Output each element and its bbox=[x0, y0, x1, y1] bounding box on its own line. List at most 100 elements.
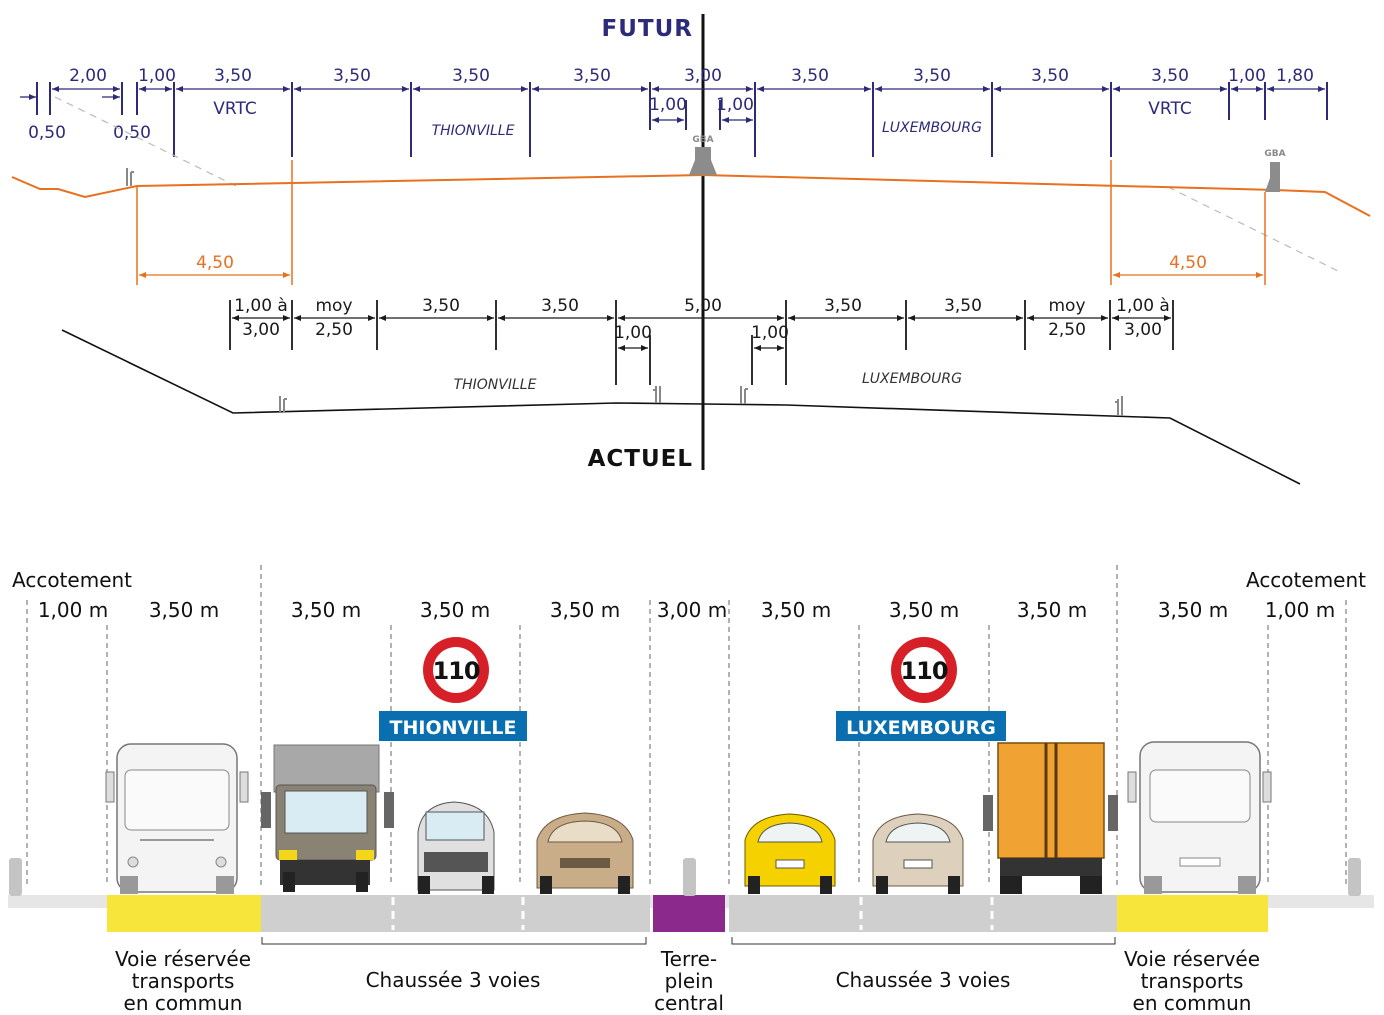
bus-lane-right-caption: en commun bbox=[1133, 991, 1252, 1015]
futur-subdim-label: 1,00 bbox=[649, 95, 687, 115]
offset-left-label: 4,50 bbox=[196, 253, 234, 273]
actuel-luxembourg-label: LUXEMBOURG bbox=[862, 371, 962, 387]
futur-dim-label: 3,50 bbox=[1031, 66, 1069, 86]
cross-section: Accotement Accotement 1,00 m 3,50 m 3,50… bbox=[8, 565, 1374, 1015]
lane-width-labels: 1,00 m 3,50 m 3,50 m 3,50 m 3,50 m 3,00 … bbox=[38, 598, 1335, 622]
futur-dim-label: 3,50 bbox=[452, 66, 490, 86]
barrier-right bbox=[1348, 858, 1361, 896]
futur-dim-label: 1,00 bbox=[1228, 66, 1266, 86]
yellow-car-rear-icon bbox=[744, 813, 836, 894]
median-caption: plein bbox=[665, 969, 714, 993]
actuel-dim-labels: 1,00 à 3,00 moy 2,50 3,50 3,50 5,00 1,00… bbox=[234, 296, 1170, 393]
futur-subdim-label: 1,00 bbox=[716, 95, 754, 115]
bus-lane-left-caption: Voie réservée bbox=[115, 947, 251, 971]
carriageway-right bbox=[729, 895, 1117, 932]
futur-dim-label: 3,50 bbox=[913, 66, 951, 86]
futur-dim-label: 3,50 bbox=[1151, 66, 1189, 86]
lane-width-label: 3,50 m bbox=[1158, 598, 1228, 622]
speed-limit-text: 110 bbox=[432, 657, 479, 685]
futur-dim-labels: 2,00 1,00 3,50 3,50 3,50 3,50 3,00 3,50 … bbox=[28, 66, 1314, 159]
actuel-title: ACTUEL bbox=[588, 446, 693, 472]
bus-lane-left-caption: transports bbox=[132, 969, 235, 993]
actuel-dim-label: 1,00 à bbox=[234, 296, 288, 316]
actuel-dim-label: 3,50 bbox=[944, 296, 982, 316]
lane-width-label: 3,50 m bbox=[550, 598, 620, 622]
lane-divider-dashes bbox=[26, 565, 1347, 885]
lane-width-label: 3,00 m bbox=[657, 598, 727, 622]
actuel-tick-lines bbox=[229, 300, 1174, 385]
futur-dim-label: 1,80 bbox=[1276, 66, 1314, 86]
futur-offsets: 4,50 4,50 bbox=[136, 160, 1266, 285]
car-front-icon bbox=[536, 812, 634, 894]
bus-lane-right-caption: Voie réservée bbox=[1124, 947, 1260, 971]
accotement-left-label: Accotement bbox=[12, 568, 132, 592]
actuel-dim-label: 2,50 bbox=[1048, 320, 1086, 340]
actuel-dim-label: 3,50 bbox=[824, 296, 862, 316]
actuel-dim-label: 1,00 bbox=[614, 323, 652, 343]
median-strip bbox=[653, 895, 725, 932]
lane-width-label: 3,50 m bbox=[1017, 598, 1087, 622]
van-front-icon bbox=[417, 801, 495, 894]
actuel-dim-label: moy bbox=[1048, 296, 1085, 316]
beige-car-rear-icon bbox=[872, 813, 964, 894]
speed-sign-right: 110 bbox=[891, 637, 957, 703]
truck-front-icon bbox=[261, 744, 394, 892]
futur-dim-label: 3,00 bbox=[684, 66, 722, 86]
gba-barrier-right bbox=[1265, 162, 1280, 192]
lane-markings bbox=[391, 897, 994, 930]
speed-limit-text: 110 bbox=[900, 657, 947, 685]
barrier-left bbox=[9, 858, 22, 896]
actuel-dim-arrows bbox=[232, 315, 1171, 351]
gba-center-label: GBA bbox=[692, 135, 713, 145]
right-embankment-dashed bbox=[1167, 186, 1341, 273]
futur-profile-line bbox=[11, 173, 1371, 217]
actuel-dim-label: 3,50 bbox=[541, 296, 579, 316]
median-caption: Terre- bbox=[660, 947, 717, 971]
lane-width-label: 1,00 m bbox=[1265, 598, 1335, 622]
carriageway-left-caption: Chaussée 3 voies bbox=[366, 968, 541, 992]
gba-right-label: GBA bbox=[1264, 149, 1285, 159]
bus-lane-left bbox=[107, 895, 261, 932]
actuel-dim-label: 5,00 bbox=[684, 296, 722, 316]
actuel-dim-label: 1,00 bbox=[751, 323, 789, 343]
actuel-dim-label: moy bbox=[315, 296, 352, 316]
caption-brackets bbox=[261, 937, 1116, 945]
bus-lane-left-caption: en commun bbox=[124, 991, 243, 1015]
futur-dim-label: 3,50 bbox=[214, 66, 252, 86]
vrtc-left-label: VRTC bbox=[213, 99, 256, 119]
actuel-dim-label: 2,50 bbox=[315, 320, 353, 340]
actuel-profile-line bbox=[61, 329, 1301, 485]
futur-dim-label: 2,00 bbox=[69, 66, 107, 86]
direction-sign-thionville: THIONVILLE bbox=[379, 711, 527, 741]
actuel-section: 1,00 à 3,00 moy 2,50 3,50 3,50 5,00 1,00… bbox=[61, 296, 1301, 485]
accotement-right-label: Accotement bbox=[1246, 568, 1366, 592]
futur-dim-label: 3,50 bbox=[333, 66, 371, 86]
direction-sign-text: THIONVILLE bbox=[390, 717, 517, 739]
gba-barrier-center bbox=[689, 147, 717, 175]
lane-width-label: 1,00 m bbox=[38, 598, 108, 622]
futur-dim-arrows bbox=[20, 86, 1325, 123]
actuel-dim-label: 3,50 bbox=[422, 296, 460, 316]
futur-title: FUTUR bbox=[602, 16, 693, 42]
lane-width-label: 3,50 m bbox=[889, 598, 959, 622]
barrier-center bbox=[683, 858, 696, 896]
futur-tick-lines bbox=[36, 82, 1328, 157]
actuel-thionville-label: THIONVILLE bbox=[454, 377, 537, 393]
carriageway-left bbox=[261, 895, 650, 932]
carriageway-right-caption: Chaussée 3 voies bbox=[836, 968, 1011, 992]
actuel-dim-label: 3,00 bbox=[1124, 320, 1162, 340]
actuel-guardrail-posts bbox=[279, 386, 1123, 416]
futur-dim-label: 1,00 bbox=[138, 66, 176, 86]
direction-sign-text: LUXEMBOURG bbox=[846, 717, 996, 739]
truck-rear-icon bbox=[983, 742, 1118, 894]
bus-lane-right-caption: transports bbox=[1141, 969, 1244, 993]
futur-dim-label: 3,50 bbox=[791, 66, 829, 86]
lane-width-label: 3,50 m bbox=[149, 598, 219, 622]
futur-subdim-label: 0,50 bbox=[113, 123, 151, 143]
captions: Voie réservée transports en commun Chaus… bbox=[115, 947, 1260, 1015]
futur-section: FUTUR bbox=[11, 14, 1371, 470]
guardrail-post-left bbox=[126, 168, 134, 186]
vrtc-right-label: VRTC bbox=[1148, 99, 1191, 119]
